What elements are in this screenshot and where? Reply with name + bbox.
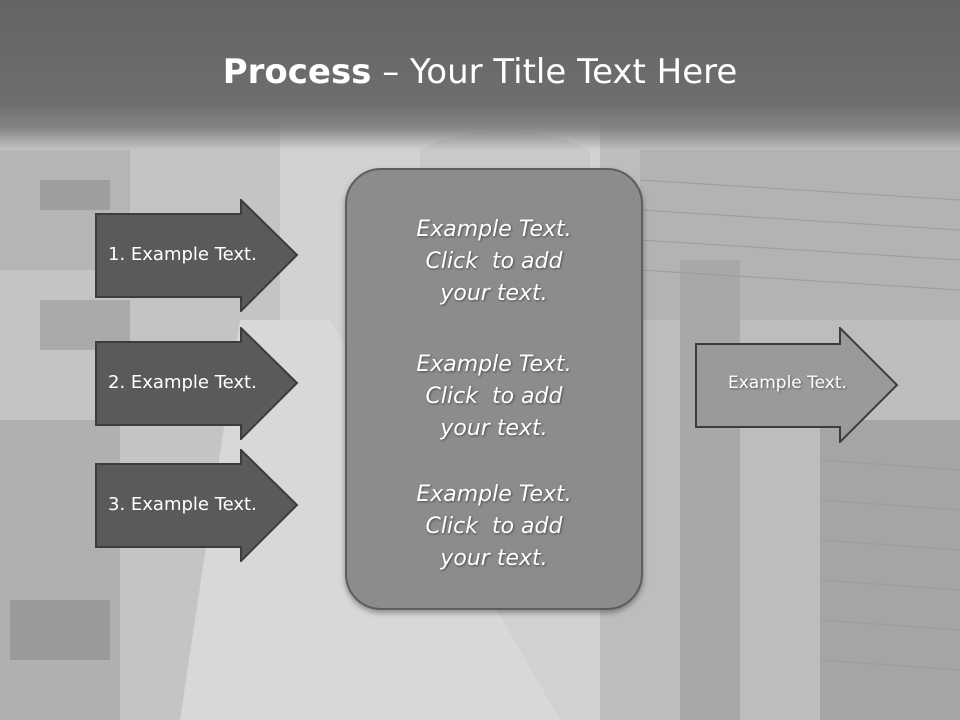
block-line: Click to add (425, 514, 563, 539)
slide-title[interactable]: Process – Your Title Text Here (0, 52, 960, 92)
step-arrow-1[interactable]: 1. Example Text. (95, 199, 300, 312)
title-rest: – Your Title Text Here (371, 52, 738, 92)
block-line: Example Text. (416, 352, 572, 377)
result-label: Example Text. (728, 373, 847, 393)
block-line: Example Text. (416, 482, 572, 507)
block-line: your text. (440, 281, 548, 306)
block-line: your text. (440, 546, 548, 571)
block-line: Click to add (425, 384, 563, 409)
right-arrow-icon (95, 327, 299, 440)
step-arrow-2[interactable]: 2. Example Text. (95, 327, 300, 440)
center-text-block-3: Example Text. Click to add your text. (347, 479, 641, 575)
step-arrow-3[interactable]: 3. Example Text. (95, 449, 300, 562)
block-line: your text. (440, 416, 548, 441)
right-arrow-icon (695, 327, 899, 443)
step-label-2: 2. Example Text. (108, 372, 257, 393)
center-text-box[interactable]: Example Text. Click to add your text. Ex… (345, 168, 643, 610)
block-line: Example Text. (416, 217, 572, 242)
step-label-3: 3. Example Text. (108, 494, 257, 515)
right-arrow-icon (95, 449, 299, 562)
center-text-block-1: Example Text. Click to add your text. (347, 214, 641, 310)
step-label-1: 1. Example Text. (108, 244, 257, 265)
title-bar (0, 0, 960, 150)
right-arrow-icon (95, 199, 299, 312)
block-line: Click to add (425, 249, 563, 274)
center-text-block-2: Example Text. Click to add your text. (347, 349, 641, 445)
result-arrow[interactable]: Example Text. (695, 327, 900, 443)
title-bold: Process (222, 52, 372, 92)
